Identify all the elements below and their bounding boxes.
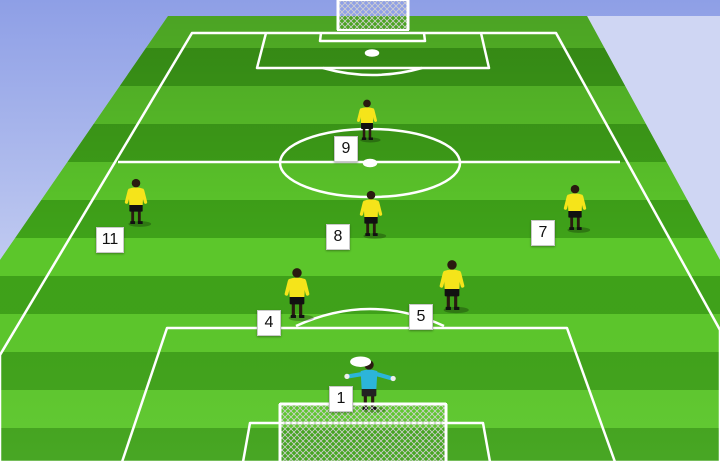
player-leg bbox=[368, 128, 372, 140]
player-shirt bbox=[128, 187, 144, 205]
player-number-label: 4 bbox=[257, 310, 281, 336]
player-leg bbox=[137, 210, 141, 224]
player-leg bbox=[446, 295, 450, 309]
player-boot bbox=[137, 221, 143, 224]
top-six-yard-box bbox=[318, 32, 427, 43]
player-shorts bbox=[444, 287, 460, 297]
player-number-label: 5 bbox=[409, 304, 433, 330]
player-number-label: 1 bbox=[329, 386, 353, 412]
player-shirt bbox=[288, 277, 306, 297]
player-head bbox=[292, 268, 302, 278]
player-leg bbox=[291, 303, 295, 317]
keeper-glove bbox=[344, 373, 350, 380]
player-number-label: 8 bbox=[326, 224, 350, 250]
player-figure bbox=[359, 190, 387, 239]
players-layer bbox=[124, 99, 591, 414]
player-leg bbox=[131, 210, 135, 224]
player-leg bbox=[363, 395, 367, 409]
player-figure bbox=[357, 99, 381, 143]
player-leg bbox=[371, 395, 375, 409]
player-head bbox=[570, 184, 580, 194]
player-boot bbox=[361, 137, 367, 140]
player-head bbox=[447, 260, 457, 270]
keeper-glove bbox=[390, 375, 396, 382]
goalkeeper-figure bbox=[344, 356, 396, 414]
top-penalty-spot bbox=[364, 49, 380, 57]
ball-icon bbox=[350, 356, 372, 367]
player-leg bbox=[454, 295, 458, 309]
touchline bbox=[0, 31, 720, 462]
player-shorts bbox=[568, 210, 582, 218]
player-boot bbox=[372, 233, 378, 236]
player-arm bbox=[345, 372, 363, 379]
top-penalty-arc bbox=[322, 66, 423, 77]
player-shirt bbox=[360, 369, 378, 389]
player-boot bbox=[130, 221, 136, 224]
player-leg bbox=[570, 216, 574, 230]
player-number-label: 9 bbox=[334, 136, 358, 162]
player-shirt bbox=[567, 193, 583, 211]
player-leg bbox=[362, 128, 366, 140]
player-shirt bbox=[443, 269, 461, 289]
player-leg bbox=[299, 303, 303, 317]
bottom-goal bbox=[278, 402, 448, 462]
player-boot bbox=[445, 306, 451, 310]
player-number-label: 11 bbox=[96, 227, 124, 253]
top-penalty-box bbox=[255, 32, 491, 70]
player-figure bbox=[124, 178, 152, 227]
top-goal bbox=[336, 0, 410, 31]
bottom-penalty-box bbox=[120, 326, 617, 462]
player-boot bbox=[569, 227, 575, 230]
player-shirt bbox=[360, 107, 374, 123]
centre-spot bbox=[362, 158, 378, 168]
player-shorts bbox=[289, 295, 305, 305]
player-boot bbox=[299, 314, 305, 318]
player-boot bbox=[576, 227, 582, 230]
player-head bbox=[366, 190, 376, 200]
player-shorts bbox=[361, 122, 373, 129]
player-boot bbox=[290, 314, 296, 318]
player-shorts bbox=[361, 387, 377, 397]
player-figure bbox=[439, 260, 469, 314]
player-figure bbox=[563, 184, 591, 233]
player-boot bbox=[365, 233, 371, 236]
player-figure bbox=[284, 268, 314, 322]
player-head bbox=[131, 178, 141, 188]
player-leg bbox=[372, 222, 376, 236]
player-number-label: 7 bbox=[531, 220, 555, 246]
player-shirt bbox=[363, 199, 379, 217]
player-boot bbox=[368, 137, 373, 140]
player-head bbox=[363, 99, 371, 108]
player-leg bbox=[576, 216, 580, 230]
player-boot bbox=[454, 306, 460, 310]
player-arm bbox=[375, 372, 395, 381]
player-shorts bbox=[129, 204, 143, 212]
player-leg bbox=[366, 222, 370, 236]
player-shorts bbox=[364, 216, 378, 224]
